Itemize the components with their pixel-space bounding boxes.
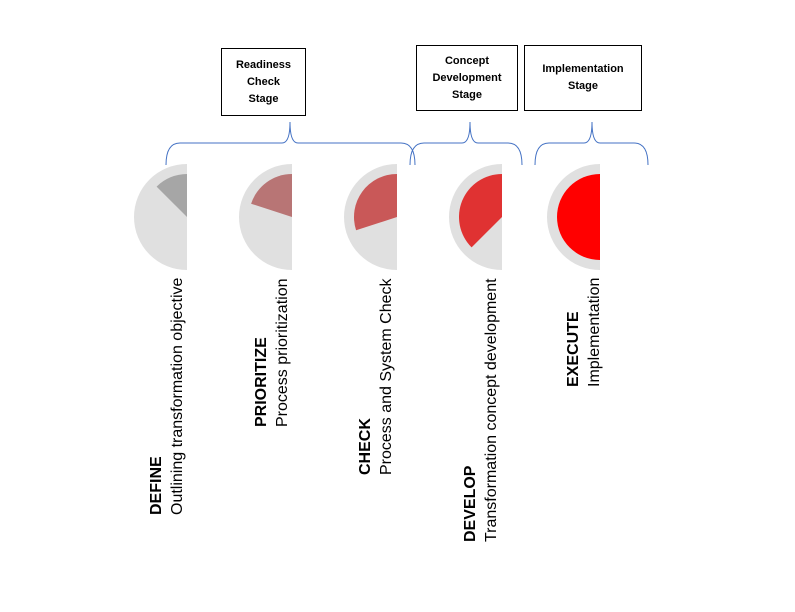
stage-brackets bbox=[165, 121, 649, 166]
step-description: Process and System Check bbox=[378, 278, 395, 475]
stage-box-readiness: Readiness Check Stage bbox=[221, 48, 306, 116]
step-description: Implementation bbox=[586, 277, 603, 387]
wheel-fill-prioritize bbox=[251, 174, 292, 217]
wheel-fill-check bbox=[353, 174, 397, 231]
bracket-readiness bbox=[165, 121, 416, 166]
wheel-fill-define bbox=[156, 174, 187, 217]
step-title: PRIORITIZE bbox=[253, 337, 270, 427]
bracket-implementation bbox=[534, 121, 649, 166]
bracket-concept-development bbox=[409, 121, 523, 166]
step-title: DEFINE bbox=[148, 456, 165, 515]
step-description: Transformation concept development bbox=[483, 278, 500, 542]
step-description: Outlining transformation objective bbox=[169, 277, 186, 515]
step-description: Process prioritization bbox=[274, 278, 291, 428]
stage-box-implementation: Implementation Stage bbox=[524, 45, 642, 111]
stage-box-concept-development: Concept Development Stage bbox=[416, 45, 518, 111]
stage-label: Readiness Check Stage bbox=[235, 58, 292, 105]
progress-wheels bbox=[134, 164, 600, 270]
stage-label: Implementation Stage bbox=[542, 63, 624, 92]
wheel-fill-develop bbox=[458, 174, 502, 248]
step-title: EXECUTE bbox=[565, 311, 582, 387]
wheel-fill-execute bbox=[557, 174, 600, 260]
step-title: CHECK bbox=[357, 418, 374, 475]
step-title: DEVELOP bbox=[462, 465, 479, 542]
stage-label: Concept Development Stage bbox=[432, 54, 502, 101]
